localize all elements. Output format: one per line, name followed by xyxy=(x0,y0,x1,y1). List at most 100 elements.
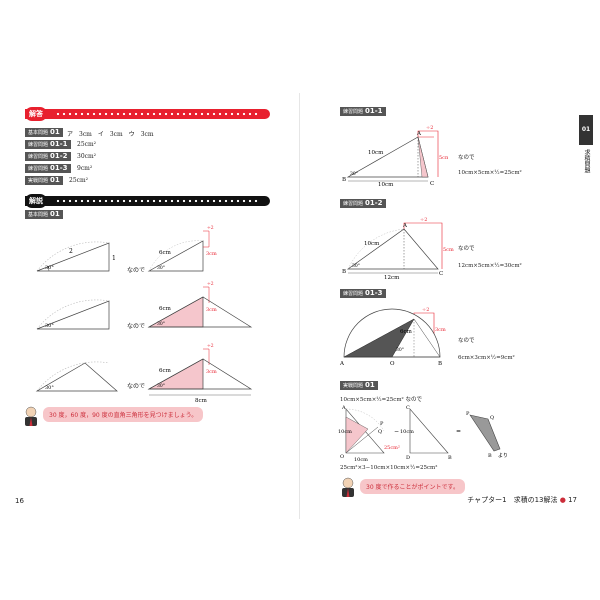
svg-text:O: O xyxy=(340,454,344,460)
triangle-abc-figure-1: ÷2 30° 10cm 5cm 10cm B A C xyxy=(342,125,448,187)
svg-text:3cm: 3cm xyxy=(206,369,217,375)
svg-text:30°: 30° xyxy=(350,171,358,177)
svg-text:10cm: 10cm xyxy=(400,429,414,435)
section-side-label: 求積問題 xyxy=(583,149,590,173)
svg-text:30°: 30° xyxy=(396,347,404,353)
side-label: 3cm xyxy=(206,251,217,257)
svg-text:P: P xyxy=(466,411,470,417)
triangle-figure-2b: ÷2 6cm 3cm 30° xyxy=(147,281,253,328)
nanode-text: なので xyxy=(127,383,146,390)
svg-text:10cm: 10cm xyxy=(338,429,352,435)
svg-text:÷2: ÷2 xyxy=(426,125,433,131)
svg-text:より: より xyxy=(498,453,508,459)
answer-row-value: 9cm² xyxy=(77,165,93,172)
svg-text:−: − xyxy=(394,428,399,435)
formula-01-1: 10cm×5cm×½=25cm² xyxy=(458,170,522,176)
svg-text:C: C xyxy=(439,271,443,277)
svg-text:÷2: ÷2 xyxy=(422,307,429,313)
svg-text:10cm: 10cm xyxy=(354,457,368,463)
angle-label: 30° xyxy=(45,265,54,271)
svg-text:B: B xyxy=(438,361,442,367)
nanode-text: なので xyxy=(127,267,146,274)
nanode-text: なので xyxy=(127,323,146,330)
svg-text:6cm: 6cm xyxy=(400,329,413,335)
page-footer: チャプター1 求積の13解法 ● 17 xyxy=(467,496,577,504)
svg-text:A: A xyxy=(416,131,422,137)
base-label: 8cm xyxy=(195,398,208,403)
answer-row-value: 25cm² xyxy=(77,141,97,148)
formula-practice-1: 10cm×5cm×½=25cm² なので xyxy=(340,397,423,403)
svg-text:B: B xyxy=(448,455,452,461)
answer-band xyxy=(25,109,270,119)
gutter xyxy=(299,93,300,519)
svg-text:10cm: 10cm xyxy=(364,241,380,247)
semicircle-figure: ÷2 6cm 3cm 30° A O B xyxy=(339,307,446,367)
answer-row-value: 30cm² xyxy=(77,153,97,160)
svg-text:6cm: 6cm xyxy=(159,306,172,312)
triangle-figure-3b: ÷2 6cm 3cm 30° 8cm xyxy=(147,343,253,403)
answer-heading: 解答 xyxy=(25,107,47,121)
formula-01-2: 12cm×5cm×½=30cm² xyxy=(458,263,522,269)
svg-text:30°: 30° xyxy=(157,383,165,389)
practice-figures: A O P Q 10cm 10cm 25cm² − C D B 10cm = P… xyxy=(338,405,508,463)
hypotenuse-label: 2 xyxy=(69,248,73,255)
nanode-text: なので xyxy=(458,155,475,161)
svg-text:O: O xyxy=(390,361,395,367)
triangle-figure-1b: ÷2 6cm 3cm 30° xyxy=(147,225,217,272)
nanode-text: なので xyxy=(458,246,475,252)
svg-text:Q: Q xyxy=(490,415,494,421)
triangle-figure-2: 30° xyxy=(36,299,110,330)
explanation-heading: 解説 xyxy=(25,194,47,208)
svg-text:A: A xyxy=(402,223,408,229)
svg-text:B: B xyxy=(488,453,492,459)
triangle-figure-1: 30° 2 1 xyxy=(36,241,116,272)
formula-practice-2: 25cm²×3−10cm×10cm×½=25cm² xyxy=(340,465,438,471)
formula-01-3: 6cm×3cm×½=9cm² xyxy=(458,355,515,361)
svg-text:A: A xyxy=(341,405,346,411)
answer-row-value: 25cm² xyxy=(69,177,89,184)
hint-bubble: 30 度，60 度，90 度の直角三角形を見つけましょう。 xyxy=(43,407,204,422)
svg-text:A: A xyxy=(339,361,345,367)
svg-text:3cm: 3cm xyxy=(435,327,446,333)
svg-text:10cm: 10cm xyxy=(368,150,384,156)
triangle-figure-3: 30° xyxy=(35,361,118,392)
svg-text:B: B xyxy=(342,269,346,275)
svg-text:÷2: ÷2 xyxy=(420,217,427,223)
side-label: 1 xyxy=(112,255,116,262)
svg-text:P: P xyxy=(380,421,384,427)
svg-text:5cm: 5cm xyxy=(443,247,454,253)
section-tab: 01 xyxy=(579,115,593,145)
teacher-avatar-icon xyxy=(342,477,354,497)
angle-label: 30° xyxy=(45,385,54,391)
svg-text:C: C xyxy=(406,405,410,411)
page-number-left: 16 xyxy=(15,497,24,505)
svg-text:30°: 30° xyxy=(352,263,360,269)
triangle-abc-figure-2: ÷2 30° 10cm 5cm 12cm B A C xyxy=(342,217,454,281)
svg-text:5cm: 5cm xyxy=(439,155,448,161)
svg-text:D: D xyxy=(406,455,410,461)
length-label: 6cm xyxy=(159,250,172,256)
svg-text:25cm²: 25cm² xyxy=(384,445,400,451)
svg-text:6cm: 6cm xyxy=(159,368,172,374)
svg-text:30°: 30° xyxy=(157,321,165,327)
angle-label: 30° xyxy=(45,323,54,329)
teacher-avatar-icon xyxy=(25,406,37,426)
angle-label: 30° xyxy=(157,265,165,271)
answer-row-value: ア 3cm イ 3cm ウ 3cm xyxy=(67,131,154,138)
svg-text:÷2: ÷2 xyxy=(207,281,214,287)
hint-bubble: 30 度で作ることがポイントです。 xyxy=(360,479,465,494)
svg-text:12cm: 12cm xyxy=(384,275,400,281)
svg-text:B: B xyxy=(342,177,346,183)
svg-text:÷2: ÷2 xyxy=(207,343,214,349)
